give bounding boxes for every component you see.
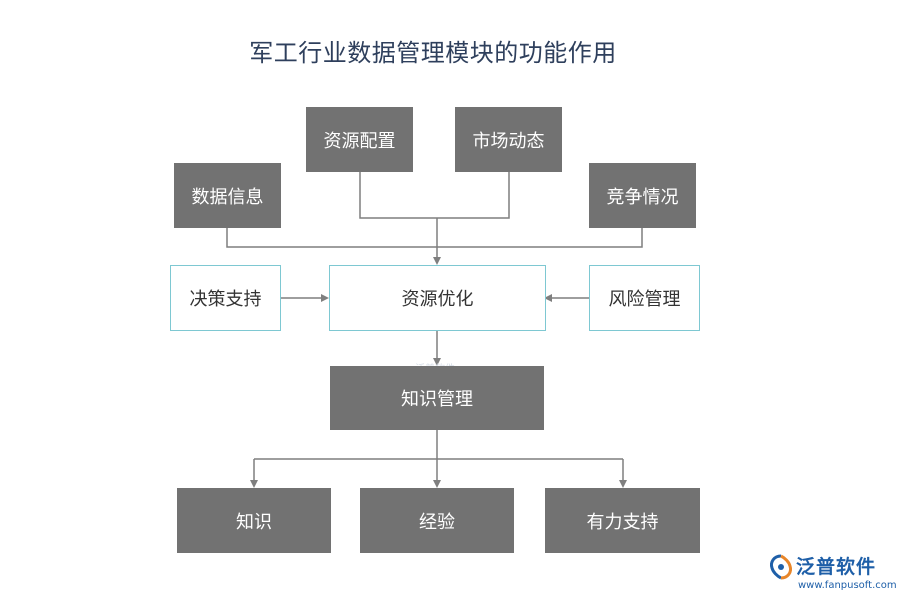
node-experience: 经验 xyxy=(360,488,514,553)
node-risk-management-label: 风险管理 xyxy=(608,289,681,310)
node-market-dynamics: 市场动态 xyxy=(455,107,562,172)
node-knowledge: 知识 xyxy=(177,488,331,553)
node-market-dynamics-label: 市场动态 xyxy=(472,130,545,152)
diagram-title: 军工行业数据管理模块的功能作用 xyxy=(249,39,617,67)
node-resource-config-label: 资源配置 xyxy=(323,130,396,152)
node-competition: 竞争情况 xyxy=(589,163,696,228)
node-knowledge-label: 知识 xyxy=(236,511,272,533)
node-resource-optimization-label: 资源优化 xyxy=(401,289,474,310)
node-experience-label: 经验 xyxy=(419,511,455,533)
connector-data-info xyxy=(226,228,437,248)
connector-resource-config xyxy=(359,172,437,219)
logo-mark-icon xyxy=(770,554,792,580)
node-decision-support-label: 决策支持 xyxy=(189,289,262,310)
node-knowledge-management: 知识管理 xyxy=(330,366,544,430)
node-strong-support: 有力支持 xyxy=(545,488,700,553)
node-knowledge-management-label: 知识管理 xyxy=(401,389,473,410)
node-strong-support-label: 有力支持 xyxy=(586,511,659,533)
connector-competition xyxy=(437,228,643,248)
connector-market-dynamics xyxy=(437,172,510,219)
logo-name: 泛普软件 xyxy=(796,556,877,578)
node-competition-label: 竞争情况 xyxy=(606,186,679,208)
brand-logo: 泛普软件 www.fanpusoft.com xyxy=(768,552,897,594)
node-decision-support: 决策支持 xyxy=(170,265,281,331)
node-data-info-label: 数据信息 xyxy=(191,186,264,208)
node-risk-management: 风险管理 xyxy=(589,265,700,331)
node-resource-config: 资源配置 xyxy=(306,107,413,172)
logo-url: www.fanpusoft.com xyxy=(798,580,897,591)
node-resource-optimization: 资源优化 xyxy=(329,265,546,331)
node-data-info: 数据信息 xyxy=(174,163,281,228)
